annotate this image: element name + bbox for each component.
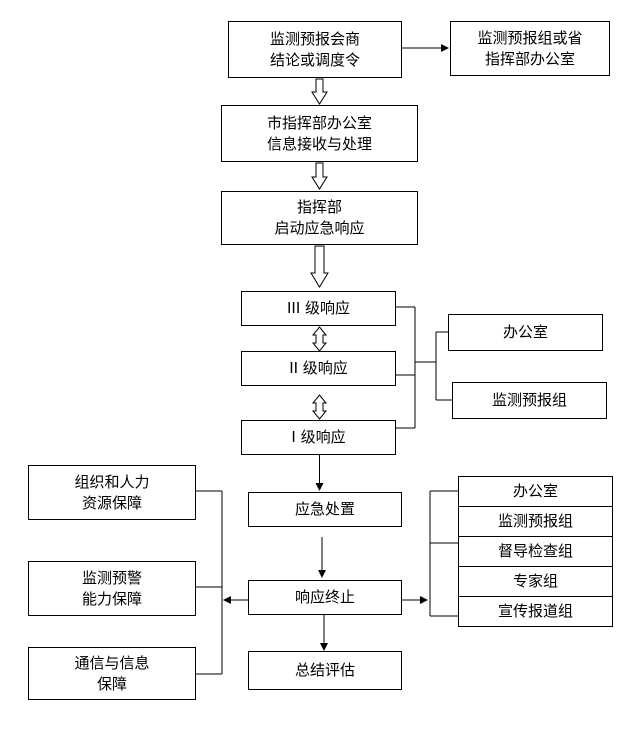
termination-label: 响应终止 — [294, 588, 355, 606]
provincial-line1: 监测预报组或省 — [477, 28, 583, 47]
work-group-office-label: 办公室 — [512, 482, 558, 500]
support-monitoring-box: 监测预警 能力保障 — [28, 561, 196, 616]
support-hr-line2: 资源保障 — [81, 493, 142, 512]
work-group-inspection-label: 督导检查组 — [497, 542, 573, 560]
hq-line1: 指挥部 — [296, 198, 342, 216]
groups-bracket — [429, 490, 458, 617]
double-arrow-2-1 — [311, 394, 328, 420]
response-group-office-label: 办公室 — [502, 323, 548, 341]
level1-label: I 级响应 — [291, 428, 346, 446]
response-group-office-box: 办公室 — [448, 314, 603, 351]
response-group-monitor-label: 监测预报组 — [491, 391, 567, 409]
provincial-line2: 指挥部办公室 — [484, 49, 575, 68]
level2-label: II 级响应 — [289, 359, 348, 377]
work-group-monitor-label: 监测预报组 — [497, 512, 573, 530]
hollow-arrow-2 — [311, 162, 328, 190]
support-hr-box: 组织和人力 资源保障 — [28, 465, 196, 520]
consult-line2: 结论或调度令 — [269, 50, 360, 69]
disposal-label: 应急处置 — [294, 500, 355, 518]
city-office-line1: 市指挥部办公室 — [266, 113, 372, 132]
level3-label: III 级响应 — [286, 299, 351, 317]
work-group-experts-label: 专家组 — [512, 572, 558, 590]
level3-response-box: III 级响应 — [241, 291, 396, 326]
hollow-arrows — [310, 78, 329, 420]
support-comms-box: 通信与信息 保障 — [28, 647, 196, 700]
support-bracket — [196, 490, 223, 675]
disposal-box: 应急处置 — [248, 492, 402, 527]
work-group-experts: 专家组 — [458, 566, 613, 597]
consult-conclusion-box: 监测预报会商 结论或调度令 — [228, 21, 402, 78]
double-arrow-3-2 — [311, 326, 328, 352]
work-group-publicity-label: 宣传报道组 — [497, 602, 573, 620]
summary-box: 总结评估 — [248, 651, 402, 690]
work-group-office: 办公室 — [458, 476, 613, 507]
response-group-monitor-box: 监测预报组 — [452, 382, 607, 419]
level1-response-box: I 级响应 — [241, 420, 396, 455]
hollow-arrow-3 — [310, 245, 329, 288]
hq-line2: 启动应急响应 — [274, 219, 365, 237]
provincial-office-box: 监测预报组或省 指挥部办公室 — [450, 21, 610, 76]
hollow-arrow-1 — [311, 78, 328, 105]
work-group-publicity: 宣传报道组 — [458, 596, 613, 627]
support-hr-line1: 组织和人力 — [74, 472, 150, 491]
support-monitoring-line1: 监测预警 — [81, 568, 142, 587]
level-bracket — [396, 306, 452, 429]
summary-label: 总结评估 — [294, 661, 355, 679]
termination-box: 响应终止 — [248, 580, 402, 615]
city-office-box: 市指挥部办公室 信息接收与处理 — [221, 105, 418, 162]
work-groups-stack: 办公室 监测预报组 督导检查组 专家组 宣传报道组 — [458, 476, 613, 627]
support-comms-line2: 保障 — [96, 674, 127, 693]
city-office-line2: 信息接收与处理 — [266, 134, 372, 153]
hq-launch-box: 指挥部 启动应急响应 — [221, 191, 418, 245]
level2-response-box: II 级响应 — [241, 351, 396, 386]
work-group-monitor: 监测预报组 — [458, 506, 613, 537]
work-group-inspection: 督导检查组 — [458, 536, 613, 567]
support-comms-line1: 通信与信息 — [74, 653, 150, 672]
support-monitoring-line2: 能力保障 — [81, 589, 142, 608]
consult-line1: 监测预报会商 — [269, 29, 360, 48]
